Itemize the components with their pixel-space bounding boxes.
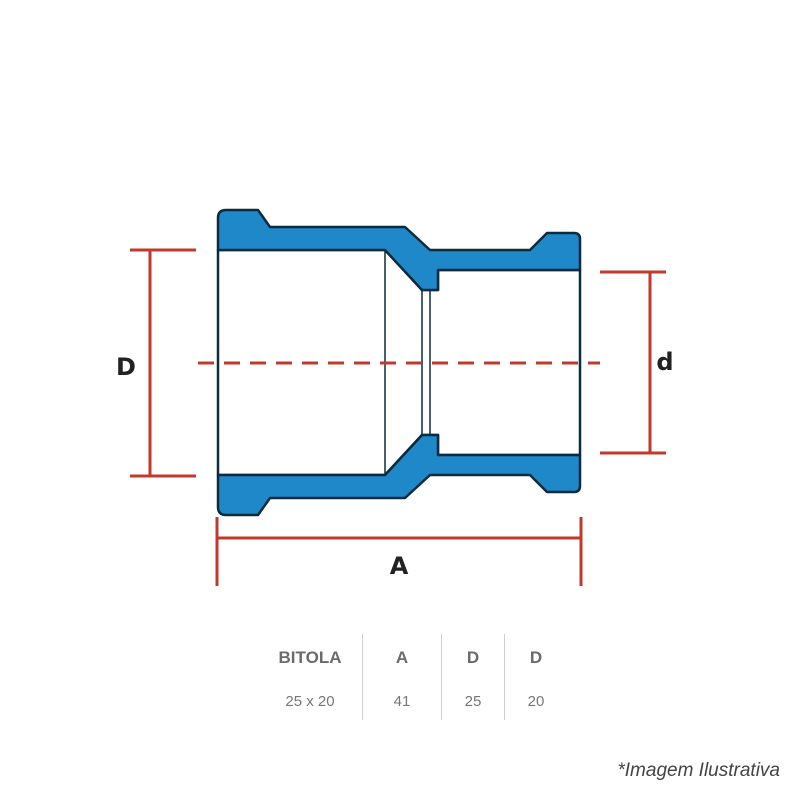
inner-diameter-label: d	[656, 348, 673, 376]
header-d-inner: D	[504, 634, 567, 682]
header-d-outer: D	[441, 634, 505, 682]
cell-d-inner: 20	[504, 682, 567, 720]
header-a: A	[362, 634, 442, 682]
cell-a: 41	[362, 682, 442, 720]
table-header-row: BITOLA A D D	[258, 634, 567, 682]
spec-table: BITOLA A D D 25 x 20 41 25 20	[258, 634, 567, 720]
illustrative-image-caption: *Imagem Ilustrativa	[617, 760, 780, 781]
cell-bitola: 25 x 20	[285, 692, 335, 710]
table-row: 25 x 20 41 25 20	[258, 682, 567, 720]
fitting-wall-top	[216, 208, 582, 292]
reducer-fitting-diagram: D d A	[116, 208, 674, 586]
cell-d-outer: 25	[441, 682, 505, 720]
outer-diameter-label: D	[116, 353, 136, 381]
length-label: A	[390, 552, 409, 580]
header-bitola: BITOLA	[278, 648, 342, 667]
dimension-length: A	[215, 517, 583, 586]
dimension-inner-diameter: d	[600, 270, 674, 455]
fitting-wall-bottom	[216, 433, 582, 517]
dimension-outer-diameter: D	[116, 248, 196, 478]
